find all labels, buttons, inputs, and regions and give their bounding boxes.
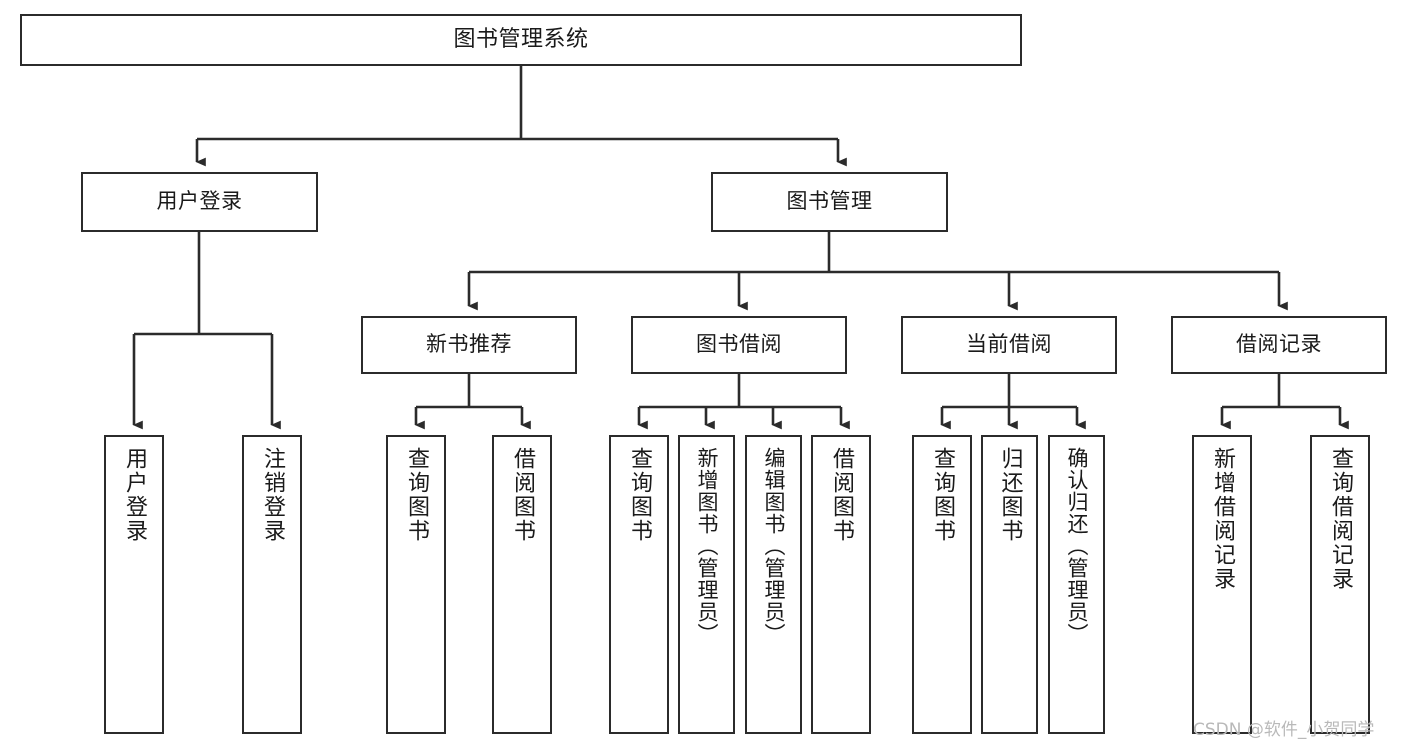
leaf-record-query-record[interactable]: 查询借阅记录 xyxy=(1310,435,1370,734)
node-label: 用户登录 xyxy=(122,447,147,543)
leaf-borrow-add-book-admin[interactable]: 新增图书（管理员） xyxy=(678,435,735,734)
node-new-book-recommend[interactable]: 新书推荐 xyxy=(361,316,577,374)
node-label: 新书推荐 xyxy=(426,332,512,357)
node-borrow-record[interactable]: 借阅记录 xyxy=(1171,316,1387,374)
node-label: 用户登录 xyxy=(156,189,243,214)
leaf-current-query-book[interactable]: 查询图书 xyxy=(912,435,972,734)
node-label: 编辑图书（管理员） xyxy=(762,447,786,645)
node-label: 新增借阅记录 xyxy=(1210,447,1235,591)
leaf-user-login-signout[interactable]: 注销登录 xyxy=(242,435,302,734)
leaf-recommend-query-book[interactable]: 查询图书 xyxy=(386,435,446,734)
node-label: 查询图书 xyxy=(930,447,955,543)
leaf-current-return-book[interactable]: 归还图书 xyxy=(981,435,1038,734)
node-label: 借阅记录 xyxy=(1236,332,1322,357)
node-root-system[interactable]: 图书管理系统 xyxy=(20,14,1022,66)
node-label: 借阅图书 xyxy=(829,447,854,543)
node-current-borrow[interactable]: 当前借阅 xyxy=(901,316,1117,374)
node-label: 查询借阅记录 xyxy=(1328,447,1353,591)
leaf-recommend-borrow-book[interactable]: 借阅图书 xyxy=(492,435,552,734)
node-label: 借阅图书 xyxy=(510,447,535,543)
leaf-user-login-signin[interactable]: 用户登录 xyxy=(104,435,164,734)
node-label: 图书管理系统 xyxy=(453,26,589,52)
leaf-borrow-edit-book-admin[interactable]: 编辑图书（管理员） xyxy=(745,435,802,734)
csdn-watermark: CSDN @软件_小贺同学 xyxy=(1193,720,1375,740)
node-label: 当前借阅 xyxy=(966,332,1052,357)
leaf-borrow-query-book[interactable]: 查询图书 xyxy=(609,435,669,734)
node-label: 归还图书 xyxy=(997,447,1023,543)
leaf-borrow-borrow-book[interactable]: 借阅图书 xyxy=(811,435,871,734)
leaf-record-add-record[interactable]: 新增借阅记录 xyxy=(1192,435,1252,734)
node-label: 图书借阅 xyxy=(696,332,782,357)
node-label: 新增图书（管理员） xyxy=(695,447,719,645)
node-label: 查询图书 xyxy=(404,447,429,543)
node-label: 查询图书 xyxy=(627,447,652,543)
node-label: 图书管理 xyxy=(786,189,873,214)
node-user-login[interactable]: 用户登录 xyxy=(81,172,318,232)
leaf-current-confirm-return-admin[interactable]: 确认归还（管理员） xyxy=(1048,435,1105,734)
node-label: 确认归还（管理员） xyxy=(1065,447,1089,645)
node-book-borrow[interactable]: 图书借阅 xyxy=(631,316,847,374)
node-label: 注销登录 xyxy=(260,447,285,543)
node-book-management[interactable]: 图书管理 xyxy=(711,172,948,232)
